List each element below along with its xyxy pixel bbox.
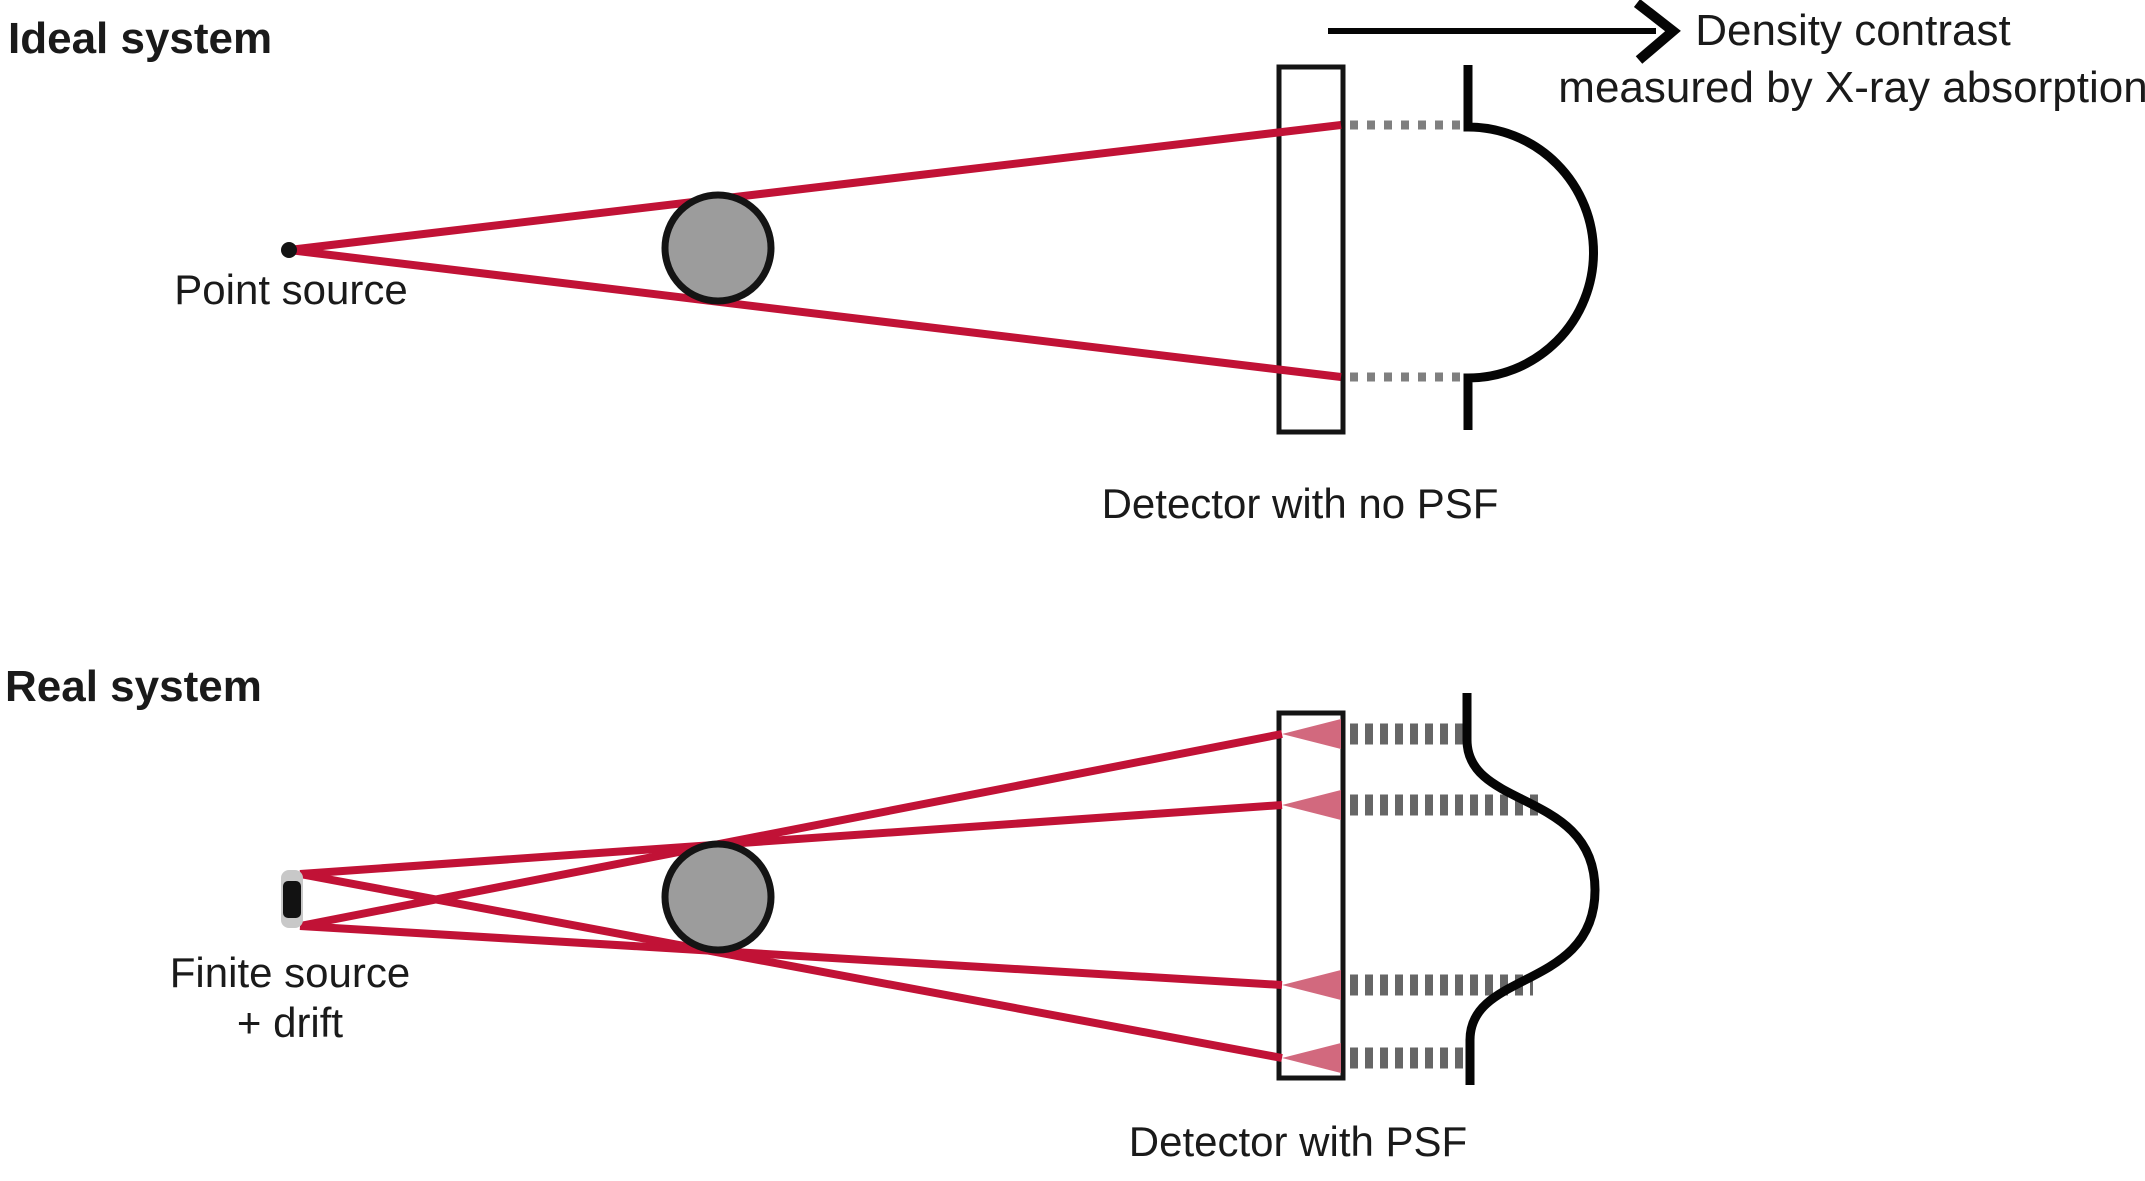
xray-beam-real-1 [299, 730, 1283, 930]
xray-beam-real-4 [299, 870, 1283, 1062]
detector-rect-real [1276, 710, 1346, 1081]
point-source-dot [281, 242, 297, 258]
sample-circle-ideal [661, 191, 775, 305]
profile-curve-real [1462, 693, 1600, 1085]
sample-circle-real [661, 840, 775, 954]
density-arrow-head-icon [1633, 0, 1681, 64]
detector-no-psf-label: Detector with no PSF [1101, 480, 1499, 527]
density-annotation-line2: measured by X-ray absorption [1558, 63, 2145, 112]
ideal-system-title: Ideal system [8, 14, 273, 63]
xray-beam-real-2 [299, 801, 1283, 878]
xray-beam-real-3 [299, 922, 1283, 989]
psf-blur-triangle-3 [1282, 970, 1341, 1000]
finite-source-emitter [283, 881, 301, 918]
density-annotation-line1: Density contrast [1695, 6, 2011, 55]
density-annotation: Density contrast measured by X-ray absor… [1558, 2, 2145, 116]
real-system-title: Real system [5, 662, 262, 711]
finite-source-label-line2: + drift [236, 999, 344, 1046]
finite-source-label: Finite source + drift [170, 948, 410, 1048]
xray-beam-ideal-upper [288, 121, 1342, 254]
psf-blur-triangle-2 [1282, 790, 1341, 820]
profile-curve-ideal [1463, 65, 1598, 430]
xray-beam-ideal-lower [288, 246, 1342, 381]
point-source-label: Point source [174, 266, 408, 313]
finite-source-label-line1: Finite source [169, 949, 411, 996]
psf-blur-triangle-1 [1282, 719, 1341, 749]
detector-psf-label: Detector with PSF [1128, 1118, 1468, 1165]
psf-blur-triangle-4 [1282, 1043, 1341, 1073]
